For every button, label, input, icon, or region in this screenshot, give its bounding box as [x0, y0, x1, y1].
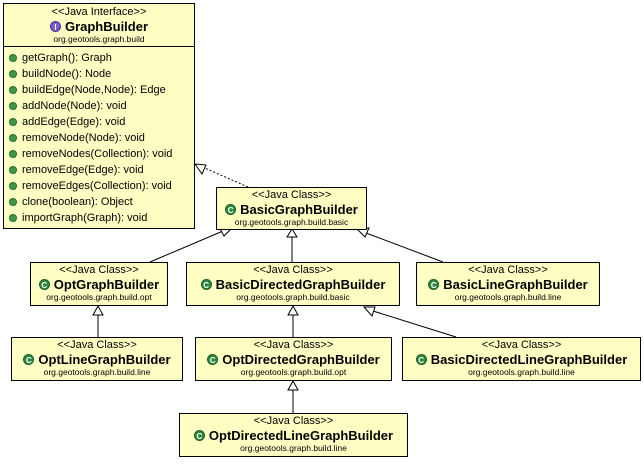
stereotype-label: <<Java Class>> — [59, 264, 139, 276]
class-icon: C — [38, 279, 50, 290]
class-name: BasicLineGraphBuilder — [443, 277, 588, 292]
package-label: org.geotools.graph.build.opt — [46, 292, 152, 302]
class-icon: C — [207, 354, 219, 365]
class-name: OptGraphBuilder — [53, 277, 160, 292]
package-label: org.geotools.graph.build.line — [240, 443, 347, 453]
class-name: BasicDirectedLineGraphBuilder — [430, 352, 628, 367]
method-item: importGraph(Graph): void — [9, 210, 194, 226]
class-title: I GraphBuilder — [4, 19, 194, 34]
method-item: buildEdge(Node,Node): Edge — [9, 82, 194, 98]
optdirectedgraphbuilder-class[interactable]: <<Java Class>> C OptDirectedGraphBuilder… — [195, 337, 392, 381]
basiclinegraphbuilder-class[interactable]: <<Java Class>> C BasicLineGraphBuilder o… — [416, 262, 600, 306]
class-title: C BasicGraphBuilder — [217, 202, 366, 217]
optgraphbuilder-class[interactable]: <<Java Class>> C OptGraphBuilder org.geo… — [30, 262, 168, 306]
class-name: BasicDirectedGraphBuilder — [215, 277, 386, 292]
generalization-edge-basic-line — [355, 227, 444, 263]
class-name: OptLineGraphBuilder — [38, 352, 171, 367]
public-method-icon — [9, 214, 17, 222]
method-item: clone(boolean): Object — [9, 194, 194, 210]
public-method-icon — [9, 182, 17, 190]
method-item: removeNode(Node): void — [9, 130, 194, 146]
optdirectedlinegraphbuilder-class[interactable]: <<Java Class>> C OptDirectedLineGraphBui… — [179, 413, 408, 457]
public-method-icon — [9, 198, 17, 206]
class-name: GraphBuilder — [64, 19, 149, 34]
method-item: addEdge(Edge): void — [9, 114, 194, 130]
basicdirectedgraphbuilder-class[interactable]: <<Java Class>> C BasicDirectedGraphBuild… — [186, 262, 400, 306]
public-method-icon — [9, 118, 17, 126]
compartment-divider — [4, 46, 194, 47]
class-title: C BasicDirectedLineGraphBuilder — [403, 352, 640, 367]
package-label: org.geotools.graph.build.line — [43, 367, 151, 377]
stereotype-label: <<Java Class>> — [253, 264, 333, 276]
class-icon: C — [428, 279, 440, 290]
method-item: getGraph(): Graph — [9, 50, 194, 66]
basicgraphbuilder-class[interactable]: <<Java Class>> C BasicGraphBuilder org.g… — [216, 187, 367, 230]
generalization-edge-basic-directed — [286, 228, 298, 262]
class-title: C BasicLineGraphBuilder — [417, 277, 599, 292]
class-name: BasicGraphBuilder — [240, 202, 358, 217]
package-label: org.geotools.graph.build — [53, 34, 145, 44]
public-method-icon — [9, 166, 17, 174]
class-name: OptDirectedGraphBuilder — [222, 352, 380, 367]
generalization-edge-basic-directed-line — [362, 306, 457, 338]
generalization-edge-opt-directed-line — [287, 379, 299, 413]
stereotype-label: <<Java Class>> — [253, 339, 334, 351]
class-icon: C — [415, 354, 427, 365]
method-item: removeEdges(Collection): void — [9, 178, 194, 194]
package-label: org.geotools.graph.build.opt — [240, 367, 347, 377]
class-icon: C — [23, 354, 35, 365]
realization-edge — [193, 163, 249, 188]
package-label: org.geotools.graph.build.basic — [234, 217, 349, 227]
class-title: C OptDirectedLineGraphBuilder — [180, 428, 407, 443]
method-item: removeEdge(Edge): void — [9, 162, 194, 178]
class-title: C OptLineGraphBuilder — [12, 352, 182, 367]
stereotype-label: <<Java Class>> — [57, 339, 137, 351]
interface-icon: I — [49, 21, 61, 32]
class-icon: C — [193, 430, 205, 441]
method-list: getGraph(): Graph buildNode(): Node buil… — [4, 47, 194, 226]
generalization-edge-opt — [149, 226, 234, 263]
basicdirectedlinegraphbuilder-class[interactable]: <<Java Class>> C BasicDirectedLineGraphB… — [402, 337, 641, 381]
method-item: addNode(Node): void — [9, 98, 194, 114]
stereotype-label: <<Java Class>> — [481, 339, 562, 351]
public-method-icon — [9, 54, 17, 62]
class-title: C BasicDirectedGraphBuilder — [187, 277, 399, 292]
generalization-edge-opt-line — [92, 304, 104, 337]
stereotype-label: <<Java Class>> — [251, 189, 332, 201]
class-title: C OptDirectedGraphBuilder — [196, 352, 391, 367]
package-label: org.geotools.graph.build.basic — [236, 292, 350, 302]
class-title: C OptGraphBuilder — [31, 277, 167, 292]
package-label: org.geotools.graph.build.line — [468, 367, 575, 377]
class-icon: C — [225, 204, 237, 215]
optlinegraphbuilder-class[interactable]: <<Java Class>> C OptLineGraphBuilder org… — [11, 337, 183, 381]
method-item: removeNodes(Collection): void — [9, 146, 194, 162]
graphbuilder-interface[interactable]: <<Java Interface>> I GraphBuilder org.ge… — [3, 3, 195, 229]
package-label: org.geotools.graph.build.line — [454, 292, 562, 302]
public-method-icon — [9, 102, 17, 110]
public-method-icon — [9, 86, 17, 94]
public-method-icon — [9, 70, 17, 78]
method-item: buildNode(): Node — [9, 66, 194, 82]
class-name: OptDirectedLineGraphBuilder — [208, 428, 394, 443]
stereotype-label: <<Java Class>> — [468, 264, 548, 276]
public-method-icon — [9, 134, 17, 142]
class-icon: C — [200, 279, 212, 290]
public-method-icon — [9, 150, 17, 158]
stereotype-label: <<Java Class>> — [253, 415, 334, 427]
generalization-edge-opt-directed — [287, 304, 299, 337]
stereotype-label: <<Java Interface>> — [51, 6, 147, 18]
